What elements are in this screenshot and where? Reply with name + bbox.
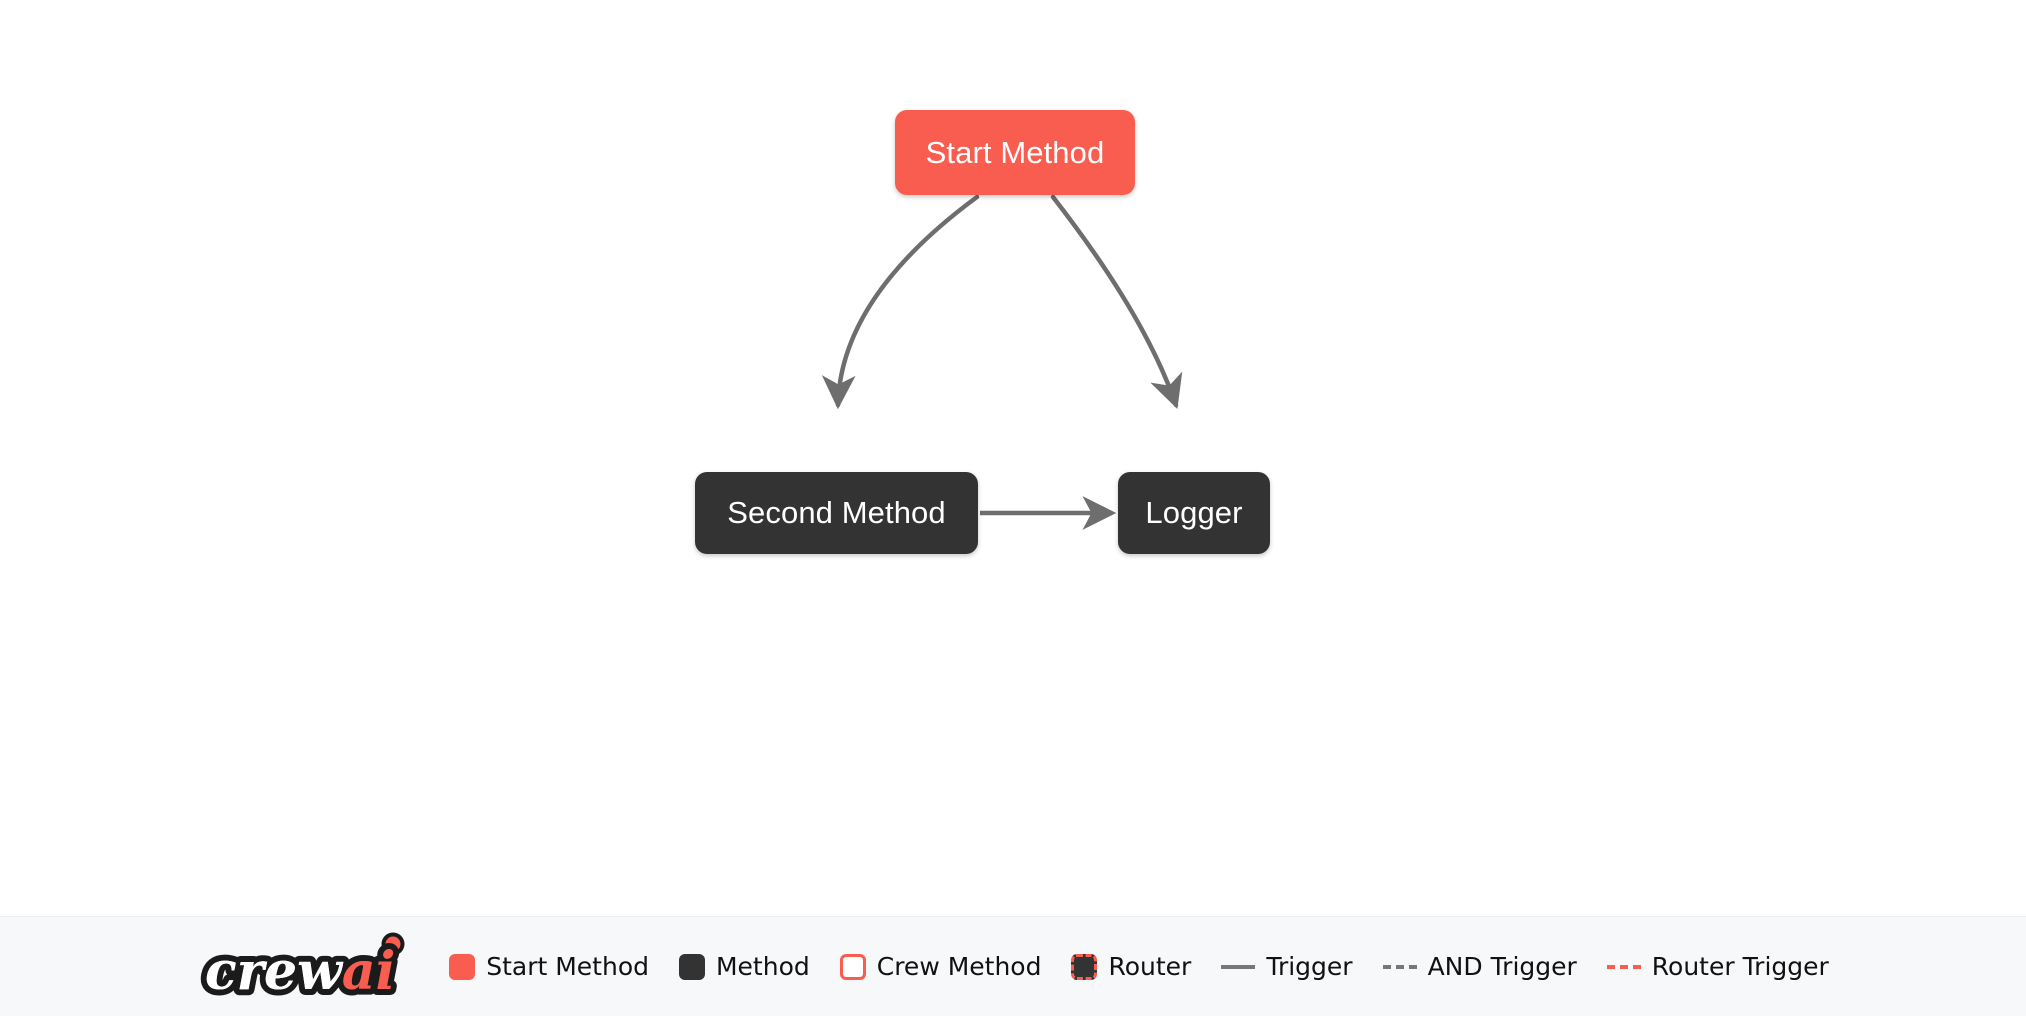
legend-item-router[interactable]: Router: [1071, 952, 1192, 981]
legend-bar: crewai crew crewai crewai Start Method M…: [0, 916, 2026, 1016]
crewai-logo-crew: crew: [205, 941, 344, 1002]
router-trigger-line-icon: [1606, 964, 1641, 969]
legend-item-trigger[interactable]: Trigger: [1221, 952, 1353, 981]
crewai-logo: crewai crew crewai crewai: [197, 931, 419, 1003]
legend-label-trigger: Trigger: [1266, 952, 1353, 981]
legend-label-and-trigger: AND Trigger: [1427, 952, 1577, 981]
node-logger-label: Logger: [1145, 495, 1243, 530]
edge-start-to-logger: [1050, 194, 1183, 409]
node-start-method-label: Start Method: [925, 134, 1105, 170]
flow-canvas[interactable]: Start Method Second Method Logger: [0, 0, 2026, 916]
legend-label-crew-method: Crew Method: [876, 952, 1042, 981]
legend-label-method: Method: [715, 952, 810, 981]
crewai-logo-spacer: crewai: [205, 941, 395, 1002]
crewai-logo-word: crewai: [205, 941, 395, 1002]
method-swatch-icon: [678, 953, 705, 980]
trigger-line-icon: [1221, 964, 1256, 969]
node-second-method[interactable]: Second Method: [695, 472, 978, 554]
legend-item-start-method[interactable]: Start Method: [449, 952, 649, 981]
flow-edges-layer: [821, 194, 1183, 530]
legend-label-router-trigger: Router Trigger: [1651, 952, 1829, 981]
crew-method-swatch-icon: [839, 953, 866, 980]
crewai-logo-outline: crewai: [205, 941, 395, 1002]
edge-start-to-second-method: [821, 194, 980, 410]
start-method-swatch-icon: [449, 953, 476, 980]
legend-item-router-trigger[interactable]: Router Trigger: [1606, 952, 1829, 981]
node-start-method[interactable]: Start Method: [895, 110, 1135, 195]
legend-label-router: Router: [1108, 952, 1192, 981]
legend-item-method[interactable]: Method: [678, 952, 810, 981]
and-trigger-line-icon: [1382, 964, 1417, 969]
node-logger[interactable]: Logger: [1118, 472, 1270, 554]
legend-item-crew-method[interactable]: Crew Method: [839, 952, 1042, 981]
router-swatch-icon: [1071, 953, 1098, 980]
legend-label-start-method: Start Method: [486, 952, 649, 981]
node-second-method-label: Second Method: [727, 495, 946, 530]
legend-item-and-trigger[interactable]: AND Trigger: [1382, 952, 1577, 981]
